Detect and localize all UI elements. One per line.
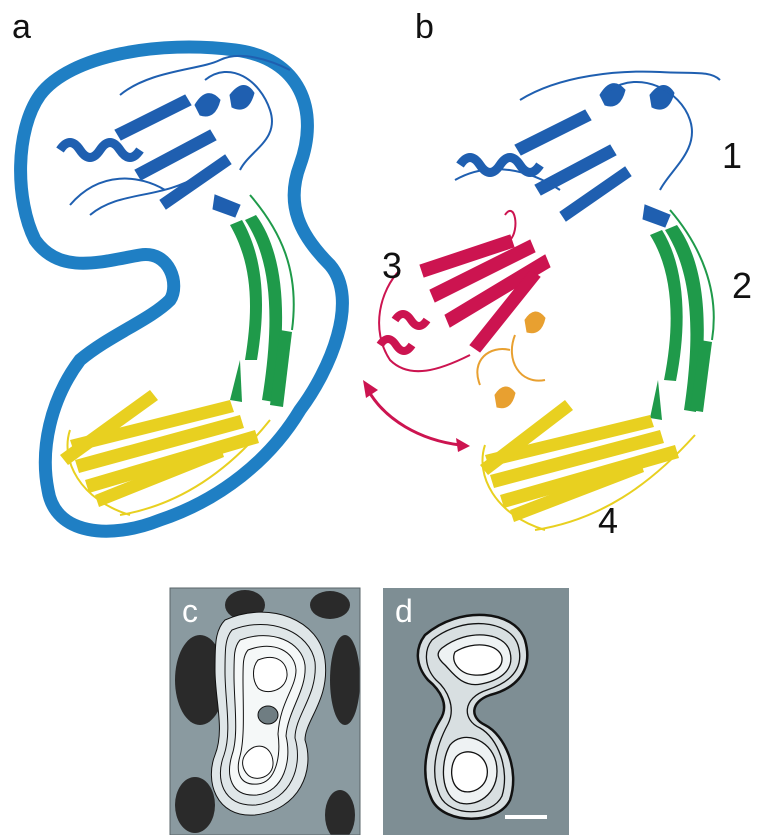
domain-label-1: 1 xyxy=(722,135,742,177)
domain-1-ribbon xyxy=(60,56,290,217)
panel-label-c: c xyxy=(182,593,198,630)
panel-a-model xyxy=(21,47,343,531)
domain-4-ribbon xyxy=(60,390,270,515)
domain-2-ribbon-b xyxy=(650,210,714,420)
panel-b-model xyxy=(363,72,720,530)
panel-c-map xyxy=(170,588,360,835)
rotation-arrow xyxy=(368,390,460,445)
domain-label-4: 4 xyxy=(598,500,618,542)
domain-4-ribbon-b xyxy=(480,400,695,530)
panel-label-d: d xyxy=(395,593,413,630)
domain-label-2: 2 xyxy=(732,265,752,307)
domain-3-ribbon xyxy=(379,211,550,371)
domain-label-3: 3 xyxy=(382,245,402,287)
arrowhead-end xyxy=(456,438,470,452)
domain-1-ribbon-b xyxy=(455,72,720,227)
domain-2-ribbon xyxy=(230,195,294,407)
scale-bar xyxy=(505,815,547,819)
